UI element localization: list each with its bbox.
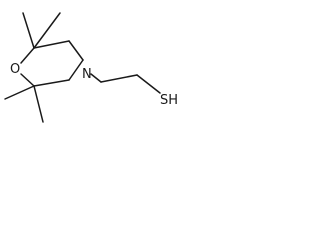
- bond-c6-o: [20, 73, 35, 87]
- atom-oxygen: O: [10, 62, 20, 77]
- bond-methyl-up-2: [33, 12, 61, 49]
- structure-diagram: O N SH: [4, 12, 178, 123]
- bond-ch2-s: [136, 74, 161, 94]
- bond-methyl-down-1: [4, 85, 35, 100]
- bond-c3-n: [68, 40, 84, 61]
- atom-thiol: SH: [160, 93, 178, 108]
- bond-c2-c3: [33, 40, 70, 49]
- atom-nitrogen: N: [82, 67, 92, 82]
- bond-methyl-up-1: [22, 12, 35, 49]
- bond-n-ch2: [90, 73, 102, 83]
- bond-n-c5: [68, 59, 84, 81]
- bond-ch2-ch2: [100, 74, 138, 83]
- bond-methyl-down-2: [33, 85, 44, 123]
- bond-o-c2: [20, 47, 35, 64]
- bond-c5-c6: [33, 79, 70, 87]
